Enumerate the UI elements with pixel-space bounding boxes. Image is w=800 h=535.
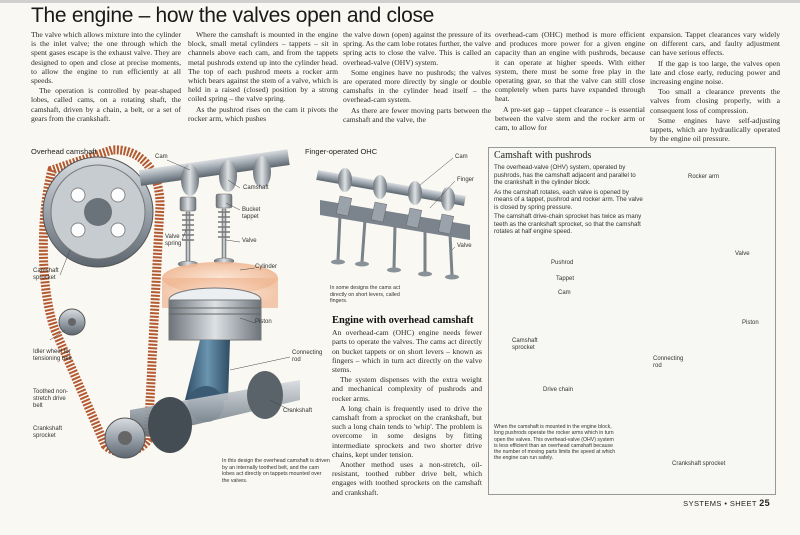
ohc-engine-section: Engine with overhead camshaft An overhea… <box>332 315 482 498</box>
label-valve-spring: Valve spring <box>165 234 182 247</box>
label-tappet: Tappet <box>556 276 575 282</box>
sidebar-caption: When the camshaft is mounted in the engi… <box>494 424 616 462</box>
paragraph: Too small a clearance prevents the valve… <box>650 87 780 115</box>
label-valve: Valve <box>242 238 257 244</box>
label-finger-cam: Cam <box>455 154 468 160</box>
label-pushrod-connecting-rod: Connecting rod <box>653 356 684 369</box>
label-pushrod-piston: Piston <box>742 320 759 326</box>
sidebar-paragraph: The camshaft drive-chain sprocket has tw… <box>494 213 642 235</box>
paragraph: Where the camshaft is mounted in the eng… <box>188 30 338 104</box>
sidebar-paragraph: The overhead-valve (OHV) system, operate… <box>494 164 636 186</box>
footer-section: SYSTEMS <box>683 499 722 508</box>
body-column-2: Where the camshaft is mounted in the eng… <box>188 30 338 124</box>
label-pushrod-cam-sprocket: Camshaft sprocket <box>512 338 538 351</box>
ohc-drawing <box>38 145 300 459</box>
paragraph: the valve down (open) against the pressu… <box>343 30 491 67</box>
paragraph: Some engines have self-adjusting tappets… <box>650 115 780 144</box>
body-column-5: expansion. Tappet clearances vary widely… <box>650 30 780 144</box>
paragraph: A long chain is frequently used to drive… <box>332 403 482 459</box>
label-pushrod: Pushrod <box>551 260 574 266</box>
sidebar-paragraph: As the camshaft rotates, each valve is o… <box>494 188 643 211</box>
label-camshaft-sprocket: Camshaft sprocket <box>33 268 59 281</box>
paragraph: If the gap is too large, the valves open… <box>650 58 780 87</box>
page-title: The engine – how the valves open and clo… <box>31 4 435 27</box>
paragraph: An overhead-cam (OHC) engine needs fewer… <box>332 328 482 375</box>
label-pushrod-valve: Valve <box>735 251 750 257</box>
pushrod-sidebar: Camshaft with pushrods The overhead-valv… <box>488 147 776 495</box>
label-bucket-tappet: Bucket tappet <box>242 207 261 220</box>
paragraph: expansion. Tappet clearances vary widely… <box>650 30 780 58</box>
paragraph: A pre-set gap – tappet clearance – is es… <box>495 104 645 133</box>
paragraph: The operation is controlled by pear-shap… <box>31 86 181 123</box>
label-crankshaft-sprocket: Crankshaft sprocket <box>33 426 63 439</box>
sidebar-title: Camshaft with pushrods <box>494 150 592 161</box>
footer-separator: • <box>724 499 728 508</box>
finger-caption: In some designs the cams act directly on… <box>330 285 401 304</box>
label-toothed-belt: Toothed non-stretch drive belt <box>33 389 69 409</box>
label-crankshaft: Crankshaft <box>283 408 313 414</box>
finger-drawing <box>316 168 470 280</box>
label-finger-valve: Valve <box>457 243 472 249</box>
top-rule <box>0 0 800 3</box>
footer-sheet-label: SHEET <box>729 499 757 508</box>
label-connecting-rod: Connecting rod <box>292 350 323 363</box>
label-finger: Finger <box>457 177 475 183</box>
label-rocker-arm: Rocker arm <box>688 174 720 180</box>
label-camshaft: Camshaft <box>243 185 269 191</box>
paragraph: As the pushrod rises on the cam it pivot… <box>188 104 338 123</box>
paragraph: As there are fewer moving parts between … <box>343 105 491 124</box>
paragraph: overhead-cam (OHC) method is more effici… <box>495 30 645 104</box>
label-drive-chain: Drive chain <box>543 387 574 393</box>
label-cylinder: Cylinder <box>255 264 278 270</box>
paragraph: The valve which allows mixture into the … <box>31 30 181 86</box>
paragraph: Another method uses a non-stretch, oil-r… <box>332 460 482 497</box>
paragraph: The system dispenses with the extra weig… <box>332 375 482 403</box>
label-pushrod-cam: Cam <box>558 290 571 296</box>
body-column-1: The valve which allows mixture into the … <box>31 30 181 124</box>
ohc-diagram-title: Overhead camshaft <box>31 147 97 156</box>
body-column-4: overhead-cam (OHC) method is more effici… <box>495 30 645 133</box>
label-cam: Cam <box>155 154 168 160</box>
body-column-3: the valve down (open) against the pressu… <box>343 30 491 125</box>
finger-diagram-title: Finger-operated OHC <box>305 147 378 156</box>
section-heading: Engine with overhead camshaft <box>332 315 474 326</box>
label-idler-wheel: Idler wheel for tensioning belt <box>33 349 72 362</box>
footer: SYSTEMS • SHEET 25 <box>683 498 770 508</box>
paragraph: Some engines have no pushrods; the valve… <box>343 67 491 105</box>
footer-sheet-number: 25 <box>759 498 770 508</box>
ohc-caption: In this design the overhead camshaft is … <box>222 458 330 484</box>
label-pushrod-crank-sprocket: Crankshaft sprocket <box>672 461 726 467</box>
sidebar-text: The overhead-valve (OHV) system, operate… <box>494 164 644 238</box>
label-piston: Piston <box>255 319 272 325</box>
